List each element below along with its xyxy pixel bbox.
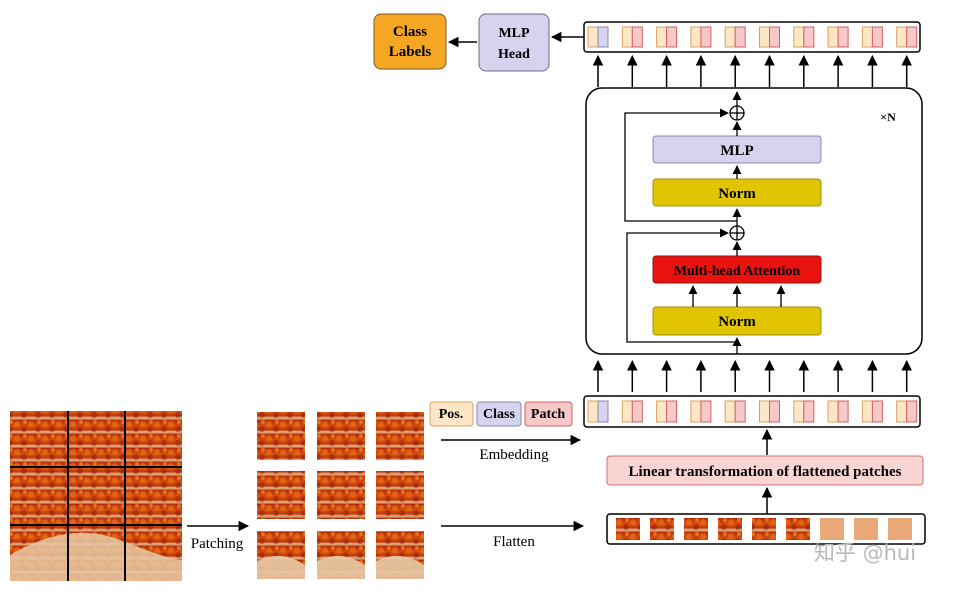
flat-patch	[718, 518, 742, 540]
image-patch	[376, 412, 424, 460]
embedded-tokens	[587, 400, 918, 423]
token	[587, 400, 609, 423]
image-patch	[257, 471, 305, 519]
output-arrows	[592, 54, 912, 87]
encoder-attention-box: Multi-head Attention	[652, 255, 822, 284]
encoder-norm-bottom-label: Norm	[718, 314, 756, 330]
token	[896, 400, 918, 423]
legend-patch: Patch	[524, 401, 573, 427]
mlp-head-line2: Head	[498, 47, 530, 62]
flat-patch	[650, 518, 674, 540]
image-patch	[376, 531, 424, 579]
image-patch	[317, 531, 365, 579]
encoder-norm-top-label: Norm	[718, 186, 756, 202]
image-patch	[376, 471, 424, 519]
token	[759, 400, 780, 423]
linear-transformation-box: Linear transformation of flattened patch…	[606, 455, 924, 486]
encoder-input-arrows	[592, 359, 912, 392]
token	[861, 26, 883, 48]
patch-grid	[257, 412, 424, 579]
token	[621, 400, 643, 423]
legend-patch-label: Patch	[531, 407, 565, 422]
source-image	[10, 411, 182, 581]
image-patch	[257, 531, 305, 579]
token	[656, 400, 678, 423]
encoder-mlp-label: MLP	[720, 143, 753, 159]
legend-pos-label: Pos.	[439, 407, 464, 422]
flattened-patches	[616, 518, 912, 540]
residual-add-top-icon	[729, 105, 745, 121]
embedding-label: Embedding	[479, 447, 549, 463]
token	[759, 26, 780, 48]
token	[724, 400, 746, 423]
token	[587, 26, 609, 48]
token	[793, 400, 815, 423]
token	[827, 400, 849, 423]
repeat-label: ×N	[880, 110, 896, 124]
flat-patch	[684, 518, 708, 540]
flat-patch	[616, 518, 640, 540]
encoder-norm-top-box: Norm	[652, 178, 822, 207]
flatten-label: Flatten	[493, 534, 535, 550]
token	[793, 26, 815, 48]
token	[621, 26, 643, 48]
image-patch	[257, 412, 305, 460]
token	[724, 26, 746, 48]
legend-class-label: Class	[483, 407, 515, 422]
class-labels-line1: Class	[393, 24, 427, 40]
image-patch	[317, 471, 365, 519]
encoder-norm-bottom-box: Norm	[652, 306, 822, 336]
token	[690, 400, 712, 423]
class-labels-box: Class Labels	[373, 13, 447, 70]
linear-transformation-label: Linear transformation of flattened patch…	[628, 464, 901, 480]
watermark: 知乎 @hui	[814, 541, 916, 565]
token	[827, 26, 849, 48]
flat-patch	[820, 518, 844, 540]
flat-patch	[888, 518, 912, 540]
legend-class: Class	[476, 401, 522, 427]
legend-pos: Pos.	[429, 401, 474, 427]
class-labels-line2: Labels	[389, 44, 432, 60]
token	[690, 26, 712, 48]
encoder-mlp-box: MLP	[652, 135, 822, 164]
token	[861, 400, 883, 423]
encoder-attention-label: Multi-head Attention	[674, 264, 801, 279]
token	[896, 26, 918, 48]
patching-label: Patching	[191, 536, 244, 552]
mlp-head-box: MLP Head	[478, 13, 550, 72]
image-patch	[317, 412, 365, 460]
flat-patch	[854, 518, 878, 540]
mlp-head-line1: MLP	[498, 26, 530, 41]
flat-patch	[752, 518, 776, 540]
token	[656, 26, 678, 48]
flat-patch	[786, 518, 810, 540]
output-tokens	[587, 26, 918, 48]
residual-add-bottom-icon	[729, 225, 745, 241]
encoder-internal-arrows	[624, 91, 786, 354]
